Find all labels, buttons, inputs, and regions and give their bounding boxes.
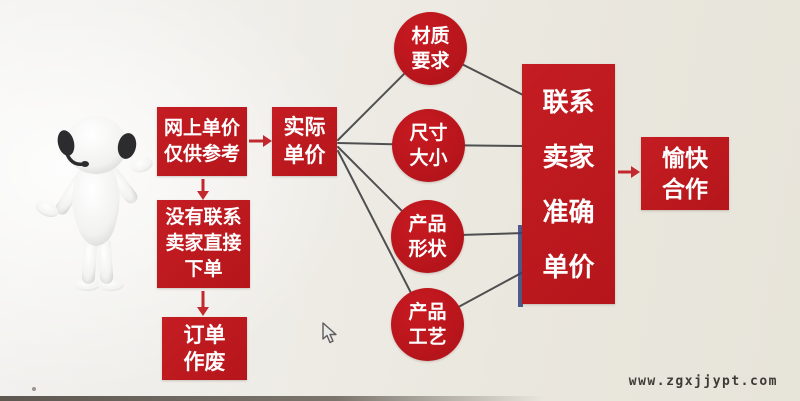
robot-foot	[98, 279, 124, 291]
node-product-craft: 产品 工艺	[391, 288, 464, 361]
robot-mascot	[35, 116, 153, 291]
robot-headset-ear	[117, 133, 137, 159]
mouse-cursor-icon	[322, 322, 337, 344]
node-no-contact-order: 没有联系 卖家直接 下单	[157, 200, 250, 288]
robot-headset-mic-tip	[81, 161, 89, 167]
node-label-line: 产品	[408, 301, 447, 323]
node-label-line: 产品	[408, 213, 447, 235]
node-label-line: 合作	[662, 175, 708, 202]
dust-speck	[32, 387, 36, 391]
node-label-line: 工艺	[408, 326, 447, 348]
robot-headset-mic	[65, 152, 86, 167]
node-actual-price: 实际 单价	[272, 107, 337, 176]
robot-arm-right	[106, 167, 138, 204]
node-label-line: 下单	[184, 259, 223, 280]
node-label-line: 尺寸	[409, 122, 448, 144]
node-label-line: 卖家	[542, 141, 595, 172]
node-size-dimension: 尺寸 大小	[392, 109, 465, 182]
robot-headset-ear	[57, 130, 75, 156]
robot-body	[72, 163, 120, 246]
node-order-void: 订单 作废	[162, 317, 247, 380]
node-label-line: 仅供参考	[163, 143, 240, 165]
robot-arm-left	[55, 173, 87, 215]
node-label-line: 单价	[542, 251, 595, 282]
node-material-requirement: 材质 要求	[394, 12, 467, 85]
node-label-line: 愉快	[662, 144, 708, 171]
robot-head	[65, 116, 127, 174]
contact-box-navy-shadow	[518, 225, 523, 307]
robot-hand-left	[35, 200, 59, 218]
node-product-shape: 产品 形状	[391, 200, 464, 273]
robot-leg	[97, 238, 114, 284]
node-happy-cooperation: 愉快 合作	[641, 137, 729, 210]
node-label-line: 要求	[411, 50, 450, 72]
node-contact-seller-accurate-price: 联系 卖家 准确 单价	[522, 64, 615, 304]
node-label-line: 没有联系	[165, 207, 242, 228]
node-label-line: 网上单价	[163, 117, 240, 139]
node-label-line: 订单	[183, 323, 226, 347]
node-label-line: 准确	[542, 196, 595, 227]
node-label-line: 作废	[183, 350, 226, 374]
node-label-line: 材质	[411, 25, 450, 47]
node-label-line: 卖家直接	[165, 233, 242, 254]
node-online-price: 网上单价 仅供参考	[157, 107, 247, 176]
watermark-url: www.zgxjjypt.com	[628, 374, 778, 389]
node-label-line: 单价	[283, 143, 326, 167]
node-label-line: 联系	[542, 86, 595, 117]
robot-hand-right	[131, 157, 153, 173]
robot-foot	[74, 279, 100, 291]
bottom-edge-shadow	[0, 396, 800, 401]
robot-leg	[81, 238, 98, 284]
connector-lines	[337, 47, 526, 325]
node-label-line: 实际	[283, 115, 326, 139]
node-label-line: 形状	[408, 238, 447, 260]
node-label-line: 大小	[409, 147, 448, 169]
